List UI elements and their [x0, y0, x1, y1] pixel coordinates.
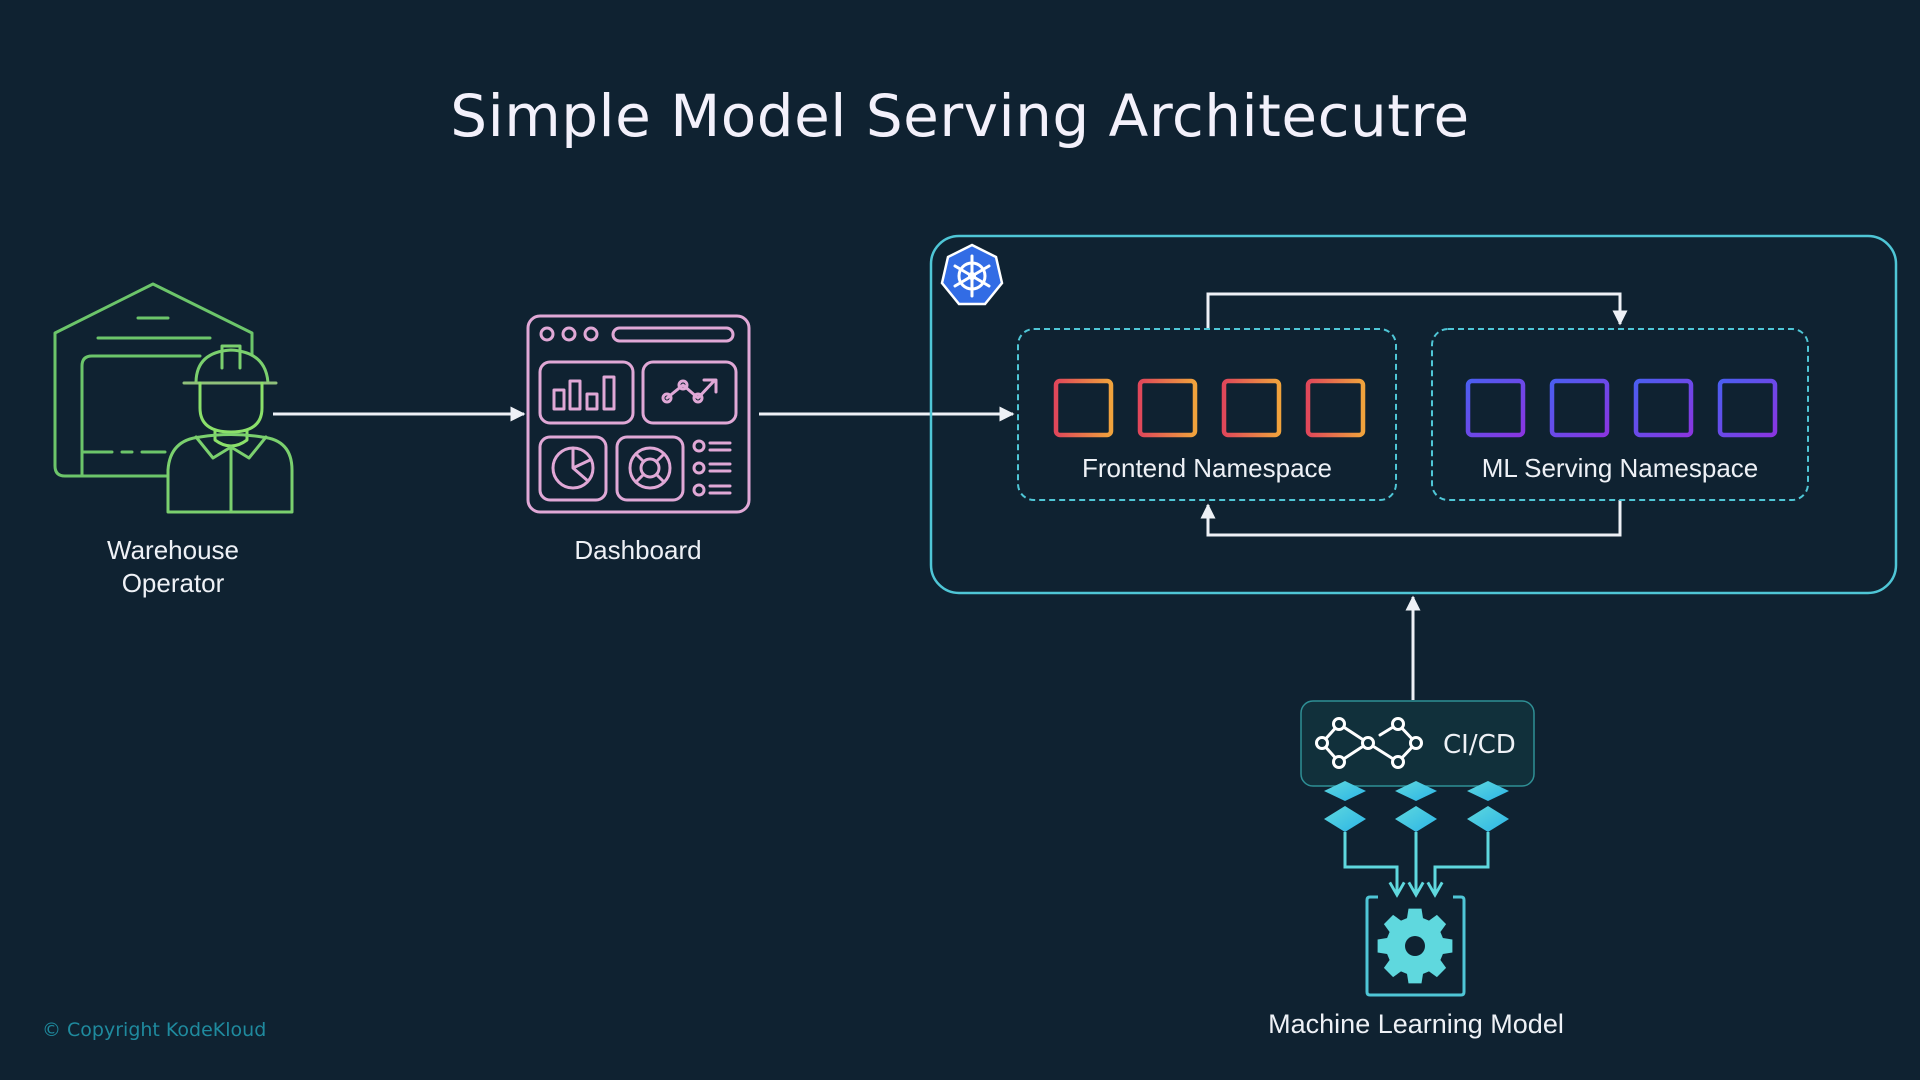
operator-label-line1: Warehouse: [107, 535, 239, 565]
pod-icon: [1305, 378, 1366, 438]
artifact-diamond-icon: [1467, 806, 1509, 832]
warehouse-worker-icon: [53, 282, 294, 514]
kubernetes-cluster-boundary: [929, 234, 1898, 595]
edge-frontend-to-ml: [1206, 292, 1628, 329]
frontend-namespace: Frontend Namespace: [1017, 328, 1397, 501]
gear-icon: [1377, 908, 1453, 984]
build-artifacts: [1324, 781, 1509, 898]
operator-label-line2: Operator: [122, 568, 225, 598]
ml-serving-pods: [1465, 378, 1778, 438]
dashboard-icon: [526, 314, 751, 514]
pod-icon: [1633, 378, 1694, 438]
artifact-diamond-icon: [1395, 806, 1437, 832]
artifact-chevron-icon: [1467, 781, 1509, 801]
ml-serving-namespace: ML Serving Namespace: [1431, 328, 1809, 501]
edge-artifact-to-model: [1343, 832, 1406, 898]
pod-icon: [1221, 378, 1282, 438]
artifact-diamond-icon: [1324, 806, 1366, 832]
cicd-label: CI/CD: [1443, 730, 1516, 760]
pipeline-infinity-icon: [1315, 717, 1423, 769]
artifact-chevron-icon: [1395, 781, 1437, 801]
artifact-chevron-icon: [1324, 781, 1366, 801]
warehouse-outline: [53, 282, 254, 478]
pod-icon: [1465, 378, 1526, 438]
dashboard-label: Dashboard: [574, 535, 701, 565]
ml-model-node: Machine Learning Model: [1268, 895, 1564, 1039]
copyright-footer: © Copyright KodeKloud: [42, 1019, 267, 1041]
pod-icon: [1053, 378, 1114, 438]
pod-icon: [1717, 378, 1778, 438]
model-frame: [1365, 895, 1466, 997]
frontend-pods: [1053, 378, 1366, 438]
ml-serving-namespace-label: ML Serving Namespace: [1482, 453, 1759, 483]
page-title: Simple Model Serving Architecutre: [450, 82, 1470, 150]
edge-artifact-to-model: [1426, 832, 1490, 898]
ml-model-label: Machine Learning Model: [1268, 1009, 1564, 1039]
cicd-node: CI/CD: [1300, 700, 1535, 787]
edge-ml-to-frontend: [1200, 500, 1622, 537]
frontend-namespace-label: Frontend Namespace: [1082, 453, 1332, 483]
pod-icon: [1137, 378, 1198, 438]
kubernetes-icon: [940, 243, 1004, 306]
pod-icon: [1549, 378, 1610, 438]
